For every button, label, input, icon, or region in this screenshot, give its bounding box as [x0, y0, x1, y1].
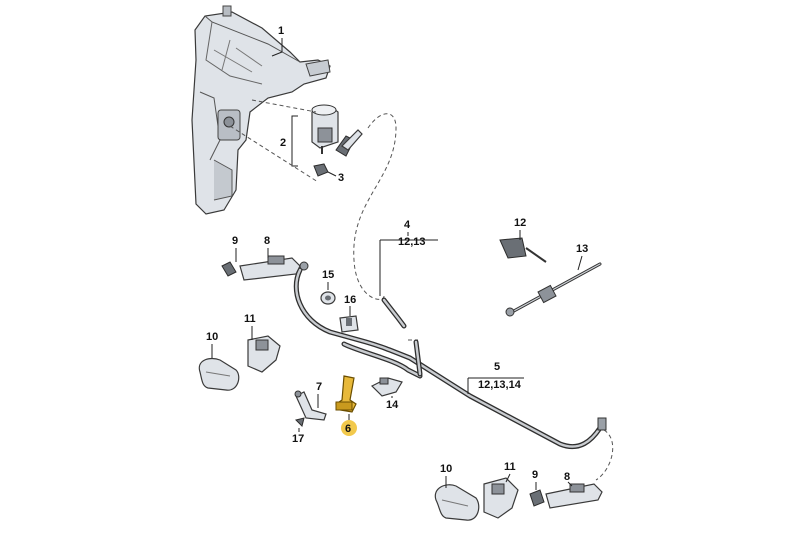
leader-1	[271, 38, 283, 57]
label-11-upper: 11	[244, 313, 256, 325]
leader-11-lower	[505, 473, 511, 483]
nozzle-part-8-lower[interactable]	[545, 483, 603, 509]
bracket-part-11-upper[interactable]	[247, 335, 281, 373]
label-6: 6	[345, 423, 351, 435]
assembly-line-a	[229, 125, 319, 183]
leader-3	[327, 171, 337, 177]
connector-part-12[interactable]	[499, 237, 547, 263]
cable-tie-part-13[interactable]	[505, 262, 602, 317]
assembly-line-b	[251, 99, 317, 113]
label-12: 12	[514, 217, 526, 229]
nozzle-bracket-part-7[interactable]	[294, 390, 327, 421]
label-9-lower: 9	[532, 469, 538, 481]
label-11-lower: 11	[504, 461, 516, 473]
label-16: 16	[344, 294, 356, 306]
label-8-upper: 8	[264, 235, 270, 247]
label-4: 4	[404, 219, 411, 231]
label-7: 7	[316, 381, 322, 393]
nozzle-part-8-upper[interactable]	[239, 255, 309, 281]
leader-13	[577, 255, 583, 271]
grommet-part-15[interactable]	[320, 291, 336, 305]
bracket-part-11-lower[interactable]	[483, 477, 519, 519]
assembly-line-e	[595, 429, 614, 481]
bracket-2	[291, 115, 298, 167]
label-2: 2	[280, 137, 286, 149]
label-4-sub: 12,13	[398, 236, 426, 248]
leader-8-lower	[567, 481, 573, 487]
washer-pump-part-2[interactable]	[311, 104, 339, 154]
label-14: 14	[386, 399, 399, 411]
label-5: 5	[494, 361, 500, 373]
hose-connector-part-6[interactable]	[335, 375, 357, 413]
clip-part-16[interactable]	[339, 315, 359, 333]
label-17: 17	[292, 433, 304, 445]
label-13: 13	[576, 243, 588, 255]
highlight-badge-6[interactable]	[341, 420, 357, 436]
label-1: 1	[278, 25, 284, 37]
cover-cap-part-10-upper[interactable]	[198, 357, 240, 391]
assembly-line-c	[353, 113, 397, 300]
clip-part-9-lower[interactable]	[529, 489, 545, 507]
reservoir-part-1[interactable]	[191, 5, 331, 215]
screw-part-17[interactable]	[295, 417, 305, 427]
label-8-lower: 8	[564, 471, 570, 483]
label-10-upper: 10	[206, 331, 218, 343]
label-15: 15	[322, 269, 334, 281]
label-10-lower: 10	[440, 463, 452, 475]
cover-cap-part-10-lower[interactable]	[434, 484, 480, 521]
label-3: 3	[338, 172, 344, 184]
clip-part-14[interactable]	[370, 377, 403, 397]
grommet-part-3[interactable]	[313, 163, 329, 177]
clip-part-9-upper[interactable]	[221, 261, 237, 277]
leader-4	[380, 232, 438, 241]
label-9-upper: 9	[232, 235, 238, 247]
hose-assembly[interactable]	[293, 267, 607, 450]
pump-connector	[335, 129, 363, 157]
label-5-sub: 12,13,14	[478, 379, 522, 391]
